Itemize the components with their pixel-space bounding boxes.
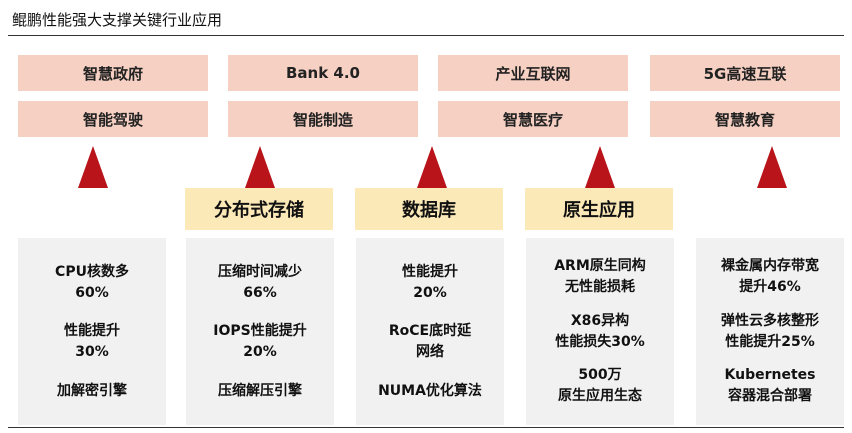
metric-value: 性能损失30% xyxy=(555,333,645,350)
app-box-industrial-internet: 产业互联网 xyxy=(438,55,628,91)
app-box-smart-manufacturing: 智能制造 xyxy=(228,101,418,137)
triangle-arrow xyxy=(245,146,275,188)
metric-value: 容器混合部署 xyxy=(727,387,812,404)
triangle-arrow xyxy=(417,146,447,188)
metric-value: 网络 xyxy=(416,344,444,360)
app-box-smart-government: 智慧政府 xyxy=(18,55,208,91)
metric-value: 20% xyxy=(413,284,447,301)
diagram-title: 鲲鹏性能强大支撑关键行业应用 xyxy=(12,11,223,29)
metric-item: 压缩解压引擎 xyxy=(218,381,302,402)
metric-label: 500万 xyxy=(578,366,622,383)
metric-item: Kubernetes 容器混合部署 xyxy=(725,365,816,407)
metric-item: 性能提升 20% xyxy=(402,262,458,304)
metric-label: 加解密引擎 xyxy=(57,382,127,399)
metric-item: 500万 原生应用生态 xyxy=(558,365,642,407)
metric-value: 无性能损耗 xyxy=(564,279,635,296)
metric-item: NUMA优化算法 xyxy=(378,381,482,402)
triangle-arrow xyxy=(757,146,787,188)
category-native-apps: 原生应用 xyxy=(525,188,673,230)
metric-label: Kubernetes xyxy=(724,366,816,383)
metric-value: 性能提升25% xyxy=(725,333,815,350)
app-box-5g: 5G高速互联 xyxy=(650,55,840,91)
metric-item: 裸金属内存带宽 提升46% xyxy=(721,256,819,298)
metric-panel-storage: 压缩时间减少 66% IOPS性能提升 20% 压缩解压引擎 xyxy=(186,238,334,425)
title-divider xyxy=(8,35,844,36)
triangle-arrow xyxy=(585,146,615,188)
app-box-smart-driving: 智能驾驶 xyxy=(18,101,208,137)
metric-label: X86异构 xyxy=(570,312,630,329)
metric-item: X86异构 性能损失30% xyxy=(555,311,645,353)
app-box-smart-education: 智慧教育 xyxy=(650,101,840,137)
metric-item: ARM原生同构 无性能损耗 xyxy=(554,256,646,298)
metric-panel-database: 性能提升 20% RoCE底时延 网络 NUMA优化算法 xyxy=(356,238,504,425)
metric-label: 压缩时间减少 xyxy=(218,263,302,280)
metric-label: RoCE底时延 xyxy=(388,323,472,339)
metric-label: ARM原生同构 xyxy=(554,258,646,275)
metric-item: RoCE底时延 网络 xyxy=(389,321,471,363)
metric-value: 30% xyxy=(75,344,109,360)
metric-label: IOPS性能提升 xyxy=(213,323,307,339)
app-box-smart-healthcare: 智慧医疗 xyxy=(438,101,628,137)
metric-panel-cpu: CPU核数多 60% 性能提升 30% 加解密引擎 xyxy=(18,238,166,425)
category-database: 数据库 xyxy=(355,188,503,230)
metric-value: 60% xyxy=(75,284,109,301)
metric-label: 压缩解压引擎 xyxy=(218,382,302,399)
metric-value: 提升46% xyxy=(739,279,801,296)
metric-label: 性能提升 xyxy=(402,263,458,280)
metric-label: 弹性云多核整形 xyxy=(721,312,819,329)
metric-label: 性能提升 xyxy=(64,323,120,339)
triangle-arrow xyxy=(78,146,108,188)
metric-panel-cloud: 裸金属内存带宽 提升46% 弹性云多核整形 性能提升25% Kubernetes… xyxy=(696,238,844,425)
metric-item: CPU核数多 60% xyxy=(55,262,129,304)
metric-item: 压缩时间减少 66% xyxy=(218,262,302,304)
bottom-divider xyxy=(8,427,844,428)
metric-panel-native: ARM原生同构 无性能损耗 X86异构 性能损失30% 500万 原生应用生态 xyxy=(526,238,674,425)
app-box-bank: Bank 4.0 xyxy=(228,55,418,91)
metric-item: 加解密引擎 xyxy=(57,381,127,402)
metric-label: NUMA优化算法 xyxy=(378,382,482,399)
metric-item: IOPS性能提升 20% xyxy=(213,321,306,363)
metric-item: 弹性云多核整形 性能提升25% xyxy=(721,311,819,353)
metric-label: CPU核数多 xyxy=(55,263,129,280)
metric-item: 性能提升 30% xyxy=(64,321,120,363)
metric-label: 裸金属内存带宽 xyxy=(721,258,819,275)
category-distributed-storage: 分布式存储 xyxy=(185,188,333,230)
metric-value: 20% xyxy=(243,344,277,360)
metric-value: 原生应用生态 xyxy=(558,387,642,404)
metric-value: 66% xyxy=(243,284,277,301)
